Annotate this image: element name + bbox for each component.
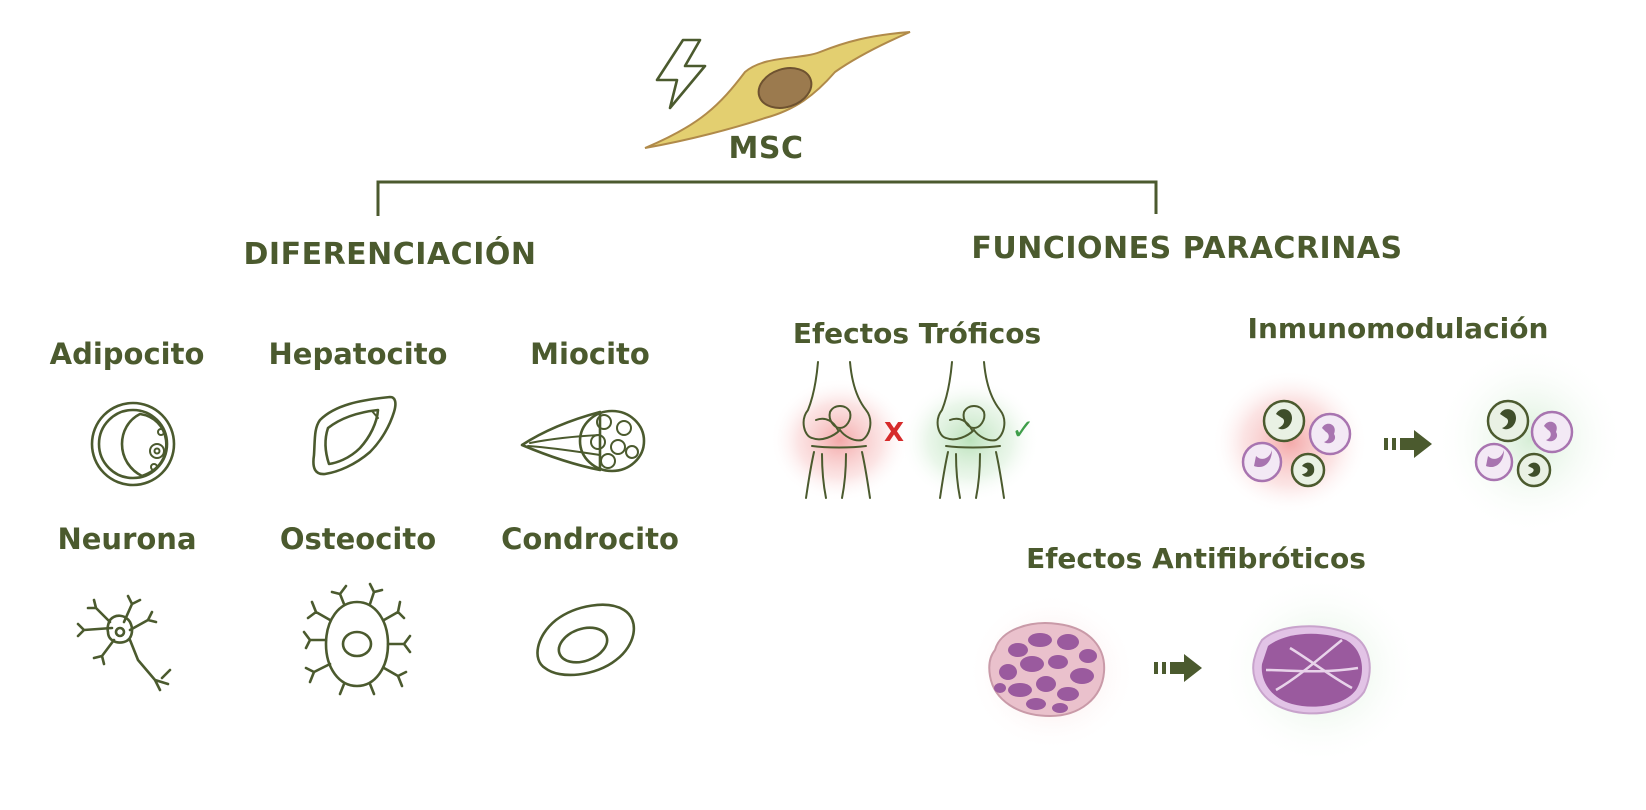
msc-cell-icon (644, 31, 911, 149)
tree-connector (376, 180, 1158, 216)
fibrotic-tissue-icon (988, 622, 1106, 718)
good-mark: ✓ (1011, 413, 1035, 446)
paracrine-title: FUNCIONES PARACRINAS (971, 231, 1403, 266)
knee-healthy-icon (936, 361, 1006, 499)
osteocyte-icon (302, 582, 412, 696)
cell-label-hepatocyte: Hepatocito (268, 337, 448, 371)
cell-label-myocyte: Miocito (530, 337, 650, 371)
neuron-icon (76, 594, 172, 692)
liver-icon (312, 395, 397, 476)
immune-cells-inflamed-icon (1241, 399, 1352, 488)
differentiation-title: DIFERENCIACIÓN (243, 237, 537, 272)
antifibrotic-label: Efectos Antifibróticos (1026, 542, 1366, 575)
bad-mark: X (883, 418, 905, 448)
immuno-label: Inmunomodulación (1247, 312, 1549, 345)
trophic-label: Efectos Tróficos (792, 317, 1042, 350)
muscle-icon (520, 409, 646, 473)
adipocyte-icon (90, 401, 176, 487)
healthy-tissue-icon (1252, 625, 1371, 715)
cell-label-neuron: Neurona (57, 522, 197, 556)
immune-cells-resolved-icon (1474, 399, 1574, 488)
cell-label-osteocyte: Osteocito (279, 522, 437, 556)
arrow-icon (1154, 654, 1202, 682)
cell-label-chondrocyte: Condrocito (501, 522, 679, 556)
knee-damaged-icon (802, 361, 872, 499)
msc-label: MSC (728, 131, 804, 166)
cell-label-adipocyte: Adipocito (49, 337, 205, 371)
lightning-icon (655, 38, 707, 110)
arrow-icon (1384, 430, 1432, 458)
chondrocyte-icon (536, 603, 636, 677)
